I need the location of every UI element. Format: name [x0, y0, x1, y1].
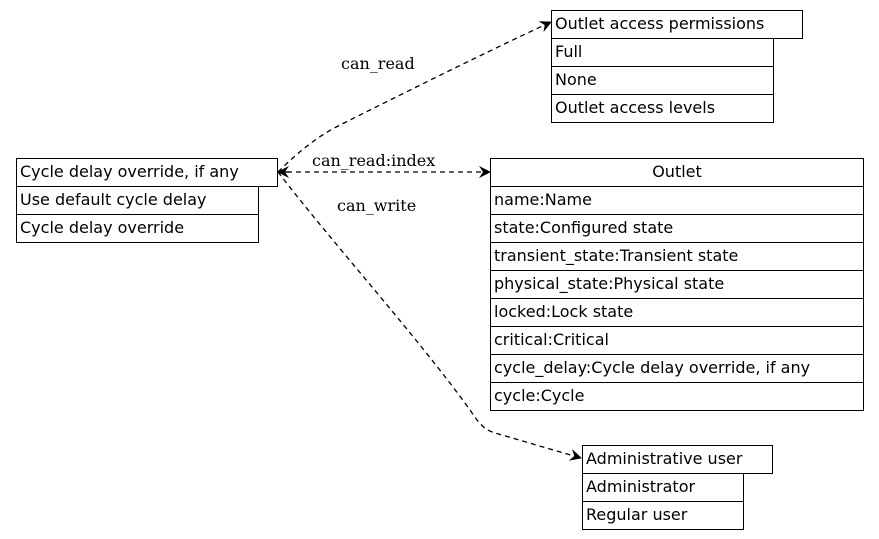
- node-cycle-delay-row: Cycle delay override: [16, 214, 259, 243]
- node-outlet-row: cycle:Cycle: [490, 382, 864, 411]
- node-outlet-row: transient_state:Transient state: [490, 242, 864, 271]
- node-permissions-row: Outlet access levels: [551, 94, 774, 123]
- node-admin-user-header: Administrative user: [582, 445, 773, 474]
- edge-label-can-write: can_write: [337, 196, 417, 215]
- edge-label-can-read: can_read: [341, 54, 415, 73]
- node-permissions-header: Outlet access permissions: [551, 10, 803, 39]
- node-cycle-delay-header: Cycle delay override, if any: [16, 158, 278, 187]
- node-outlet-row: name:Name: [490, 186, 864, 215]
- node-permissions-row: Full: [551, 38, 774, 67]
- node-outlet-header: Outlet: [490, 158, 864, 187]
- node-outlet-row: cycle_delay:Cycle delay override, if any: [490, 354, 864, 383]
- node-admin-user-row: Administrator: [582, 473, 744, 502]
- node-outlet-row: critical:Critical: [490, 326, 864, 355]
- edge-can-write: [277, 171, 582, 461]
- node-admin-user-row: Regular user: [582, 501, 744, 530]
- node-outlet-row: state:Configured state: [490, 214, 864, 243]
- node-permissions-row: None: [551, 66, 774, 95]
- node-outlet-row: physical_state:Physical state: [490, 270, 864, 299]
- edge-label-can-read-index: can_read:index: [312, 151, 436, 170]
- node-cycle-delay-row: Use default cycle delay: [16, 186, 259, 215]
- node-outlet-row: locked:Lock state: [490, 298, 864, 327]
- edge-can-read: [277, 21, 552, 173]
